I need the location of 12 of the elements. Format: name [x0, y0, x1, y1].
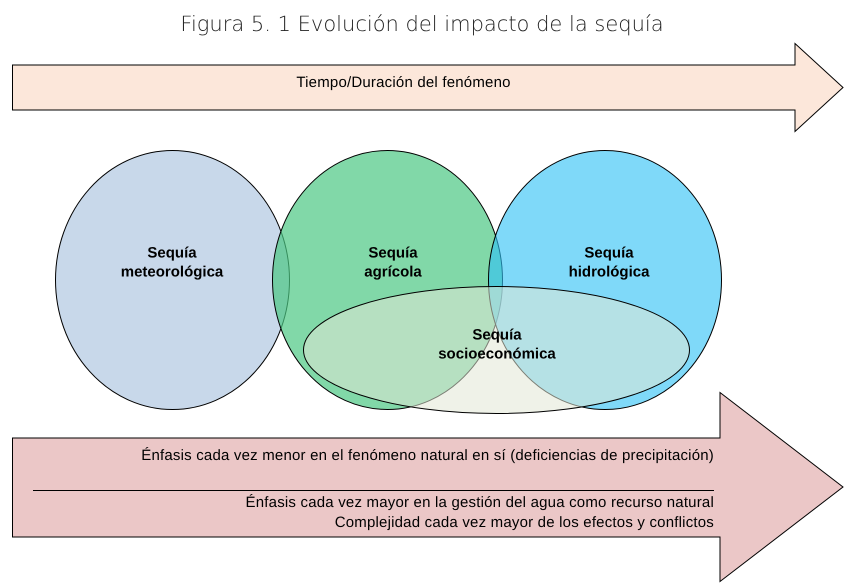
emphasis-arrow — [12, 392, 844, 582]
arrow-label: Énfasis cada vez menor en el fenómeno natural en sí (deficiencias de precipitación) — [140, 446, 714, 466]
figure-title: Figura 5. 1 Evolución del impacto de la sequía — [179, 12, 665, 36]
circle-label: Sequía agrícola — [363, 244, 423, 282]
circle-label: Sequía hidrológica — [568, 244, 650, 282]
arrow-label: Complejidad cada vez mayor de los efectos y conflictos — [334, 514, 714, 532]
venn-ellipse — [303, 286, 690, 414]
arrow-label: Tiempo/Duración del fenómeno — [295, 74, 512, 91]
circle-label: Sequía socioeconómica — [437, 326, 557, 364]
arrow-label: Énfasis cada vez mayor en la gestión del agua como recurso natural — [244, 494, 714, 512]
circle-label: Sequía meteorológica — [120, 244, 224, 282]
timeline-arrow — [12, 43, 844, 132]
